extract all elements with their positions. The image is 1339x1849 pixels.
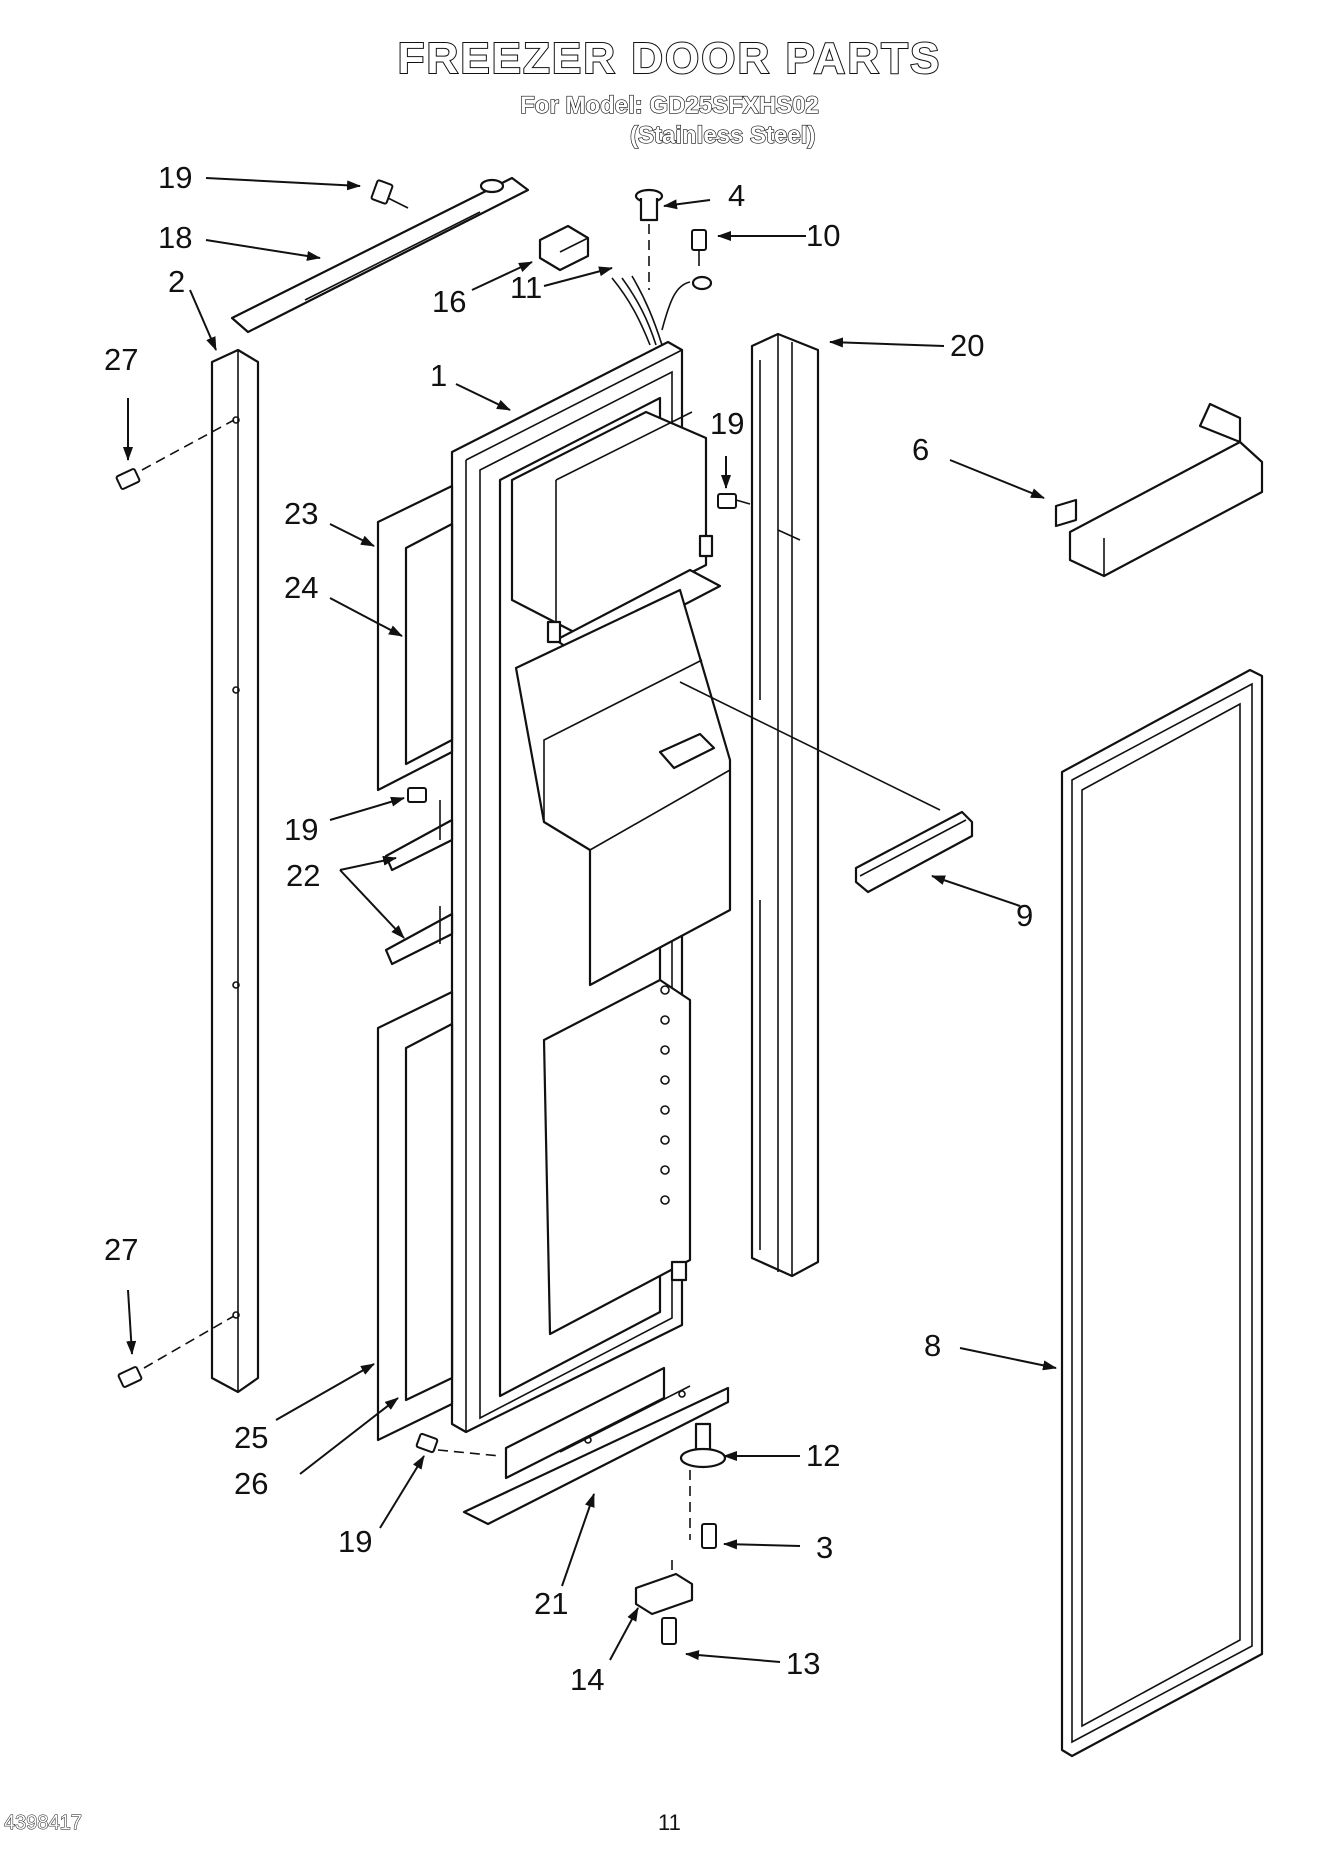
callout-label: 19 <box>284 812 318 847</box>
callout-label: 22 <box>286 858 320 893</box>
lower-panel-part <box>376 990 454 1442</box>
callout-label: 14 <box>570 1662 604 1697</box>
callout-label: 26 <box>234 1466 268 1501</box>
page-title: FREEZER DOOR PARTS <box>397 33 942 84</box>
plug-part <box>634 188 664 222</box>
hinge-part <box>679 1422 727 1469</box>
callout-label: 16 <box>432 284 466 319</box>
bracket-part <box>384 800 454 966</box>
callout-label: 18 <box>158 220 192 255</box>
hinge-block-part <box>634 1572 694 1616</box>
door-gasket-part <box>1060 668 1264 1758</box>
screw-part <box>701 1523 717 1549</box>
screw-part <box>117 1366 143 1388</box>
left-trim-part <box>210 348 260 1394</box>
callout-label: 13 <box>786 1646 820 1681</box>
door-handle-part <box>1054 402 1264 578</box>
page-number: 11 <box>658 1810 681 1835</box>
callout-label: 8 <box>924 1328 941 1363</box>
callout-label: 2 <box>168 264 185 299</box>
leader-arrows <box>123 177 1057 1663</box>
callout-label: 19 <box>710 406 744 441</box>
upper-panel-part <box>376 484 454 792</box>
model-number: For Model: GD25SFXHS02 <box>519 91 819 119</box>
finish-note: (Stainless Steel) <box>629 121 816 149</box>
wire-harness-part <box>611 275 713 346</box>
callout-label: 24 <box>284 570 318 605</box>
callout-label: 4 <box>728 178 745 213</box>
connector-part <box>538 224 590 272</box>
document-number: 4398417 <box>4 1812 83 1835</box>
callout-label: 11 <box>510 270 542 305</box>
callout-label: 3 <box>816 1530 833 1565</box>
door-panel-part <box>450 340 732 1434</box>
callout-label: 20 <box>950 328 984 363</box>
callout-label: 1 <box>430 358 447 393</box>
callout-label: 10 <box>806 218 840 253</box>
bottom-trim-part <box>462 1366 730 1526</box>
callout-label: 21 <box>534 1586 568 1621</box>
screw-part <box>407 787 427 803</box>
screw-part <box>415 1432 439 1454</box>
channel-part <box>854 810 974 894</box>
screw-part <box>717 493 751 509</box>
callout-label: 6 <box>912 432 929 467</box>
callout-label: 27 <box>104 342 138 377</box>
screw-part <box>691 229 707 266</box>
callout-label: 19 <box>338 1524 372 1559</box>
callout-label: 9 <box>1016 898 1033 933</box>
screw-part <box>370 179 409 209</box>
callout-label: 27 <box>104 1232 138 1267</box>
screw-part <box>115 468 141 490</box>
callout-label: 23 <box>284 496 318 531</box>
callout-labels: 19 18 2 27 4 10 16 11 20 1 19 6 23 24 19… <box>104 160 1033 1697</box>
screw-part <box>661 1617 677 1645</box>
callout-label: 12 <box>806 1438 840 1473</box>
right-trim-part <box>750 332 820 1278</box>
top-trim-part <box>230 176 530 334</box>
callout-label: 25 <box>234 1420 268 1455</box>
callout-label: 19 <box>158 160 192 195</box>
